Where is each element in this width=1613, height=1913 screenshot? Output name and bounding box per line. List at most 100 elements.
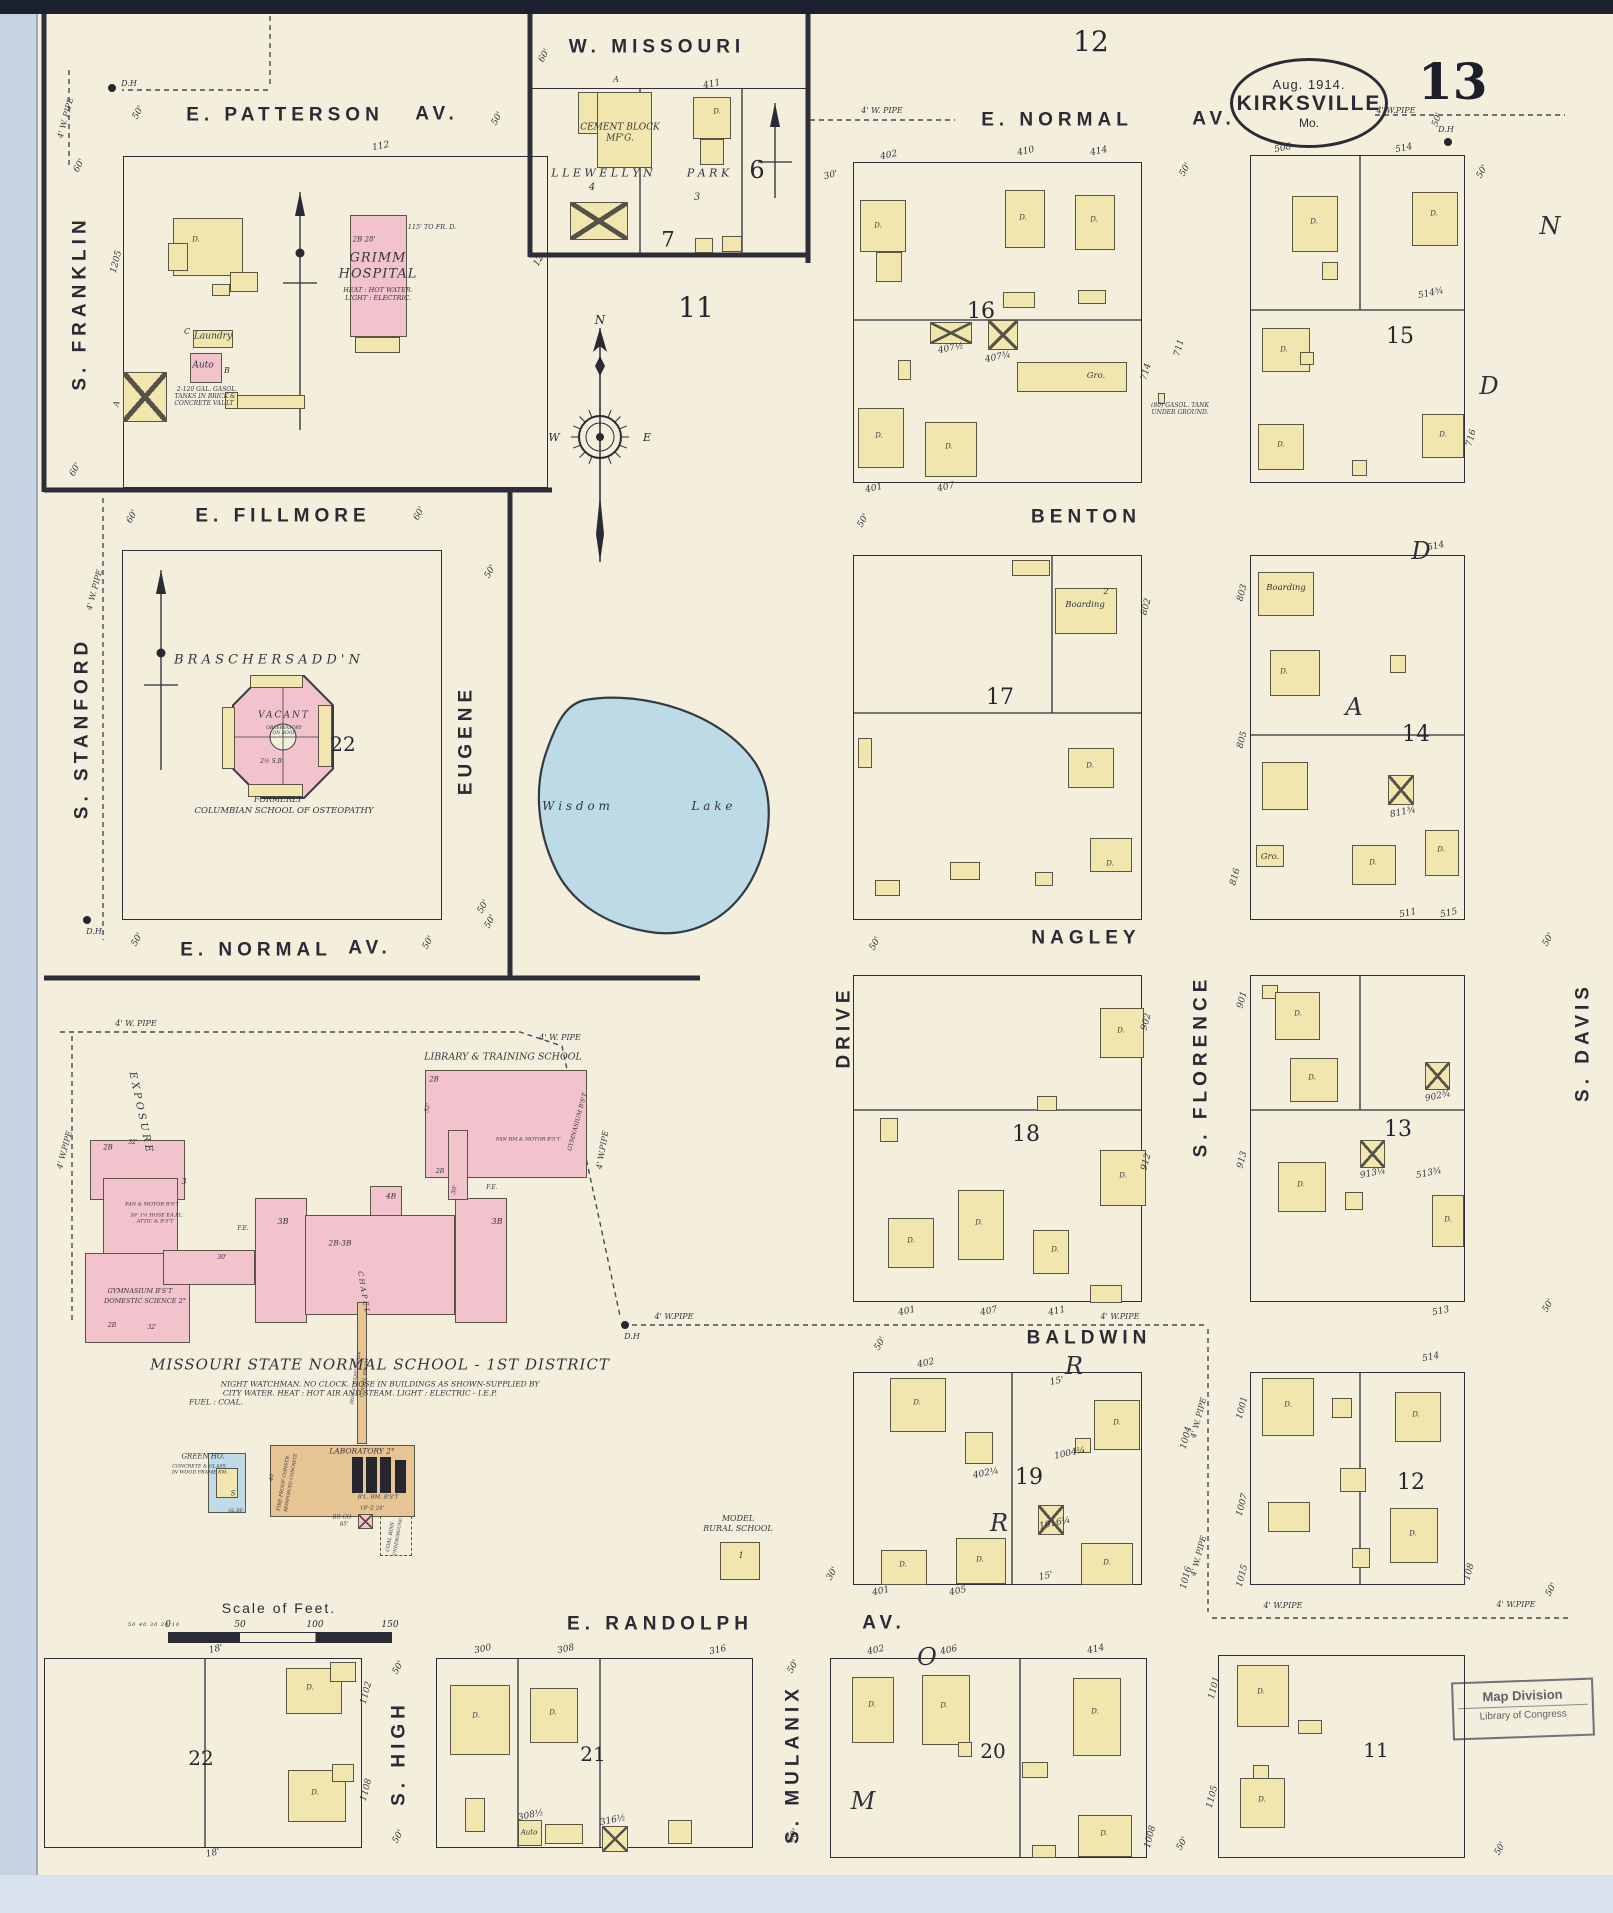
map-annotation: HOSPITAL <box>338 266 418 282</box>
building-footprint <box>352 1457 363 1493</box>
dwelling-mark: D. <box>1090 215 1098 224</box>
building-footprint <box>1158 393 1165 404</box>
building-footprint <box>700 139 724 165</box>
building-footprint <box>1256 845 1284 867</box>
building-footprint <box>193 330 233 348</box>
building-footprint <box>395 1460 406 1493</box>
building-footprint <box>1005 190 1045 248</box>
map-annotation: 50' 1½ HOSE EA.FL. <box>130 1212 184 1219</box>
city-block <box>1218 1655 1465 1858</box>
stamp-line-2: Library of Congress <box>1457 1703 1589 1724</box>
dwelling-mark: D. <box>1113 1418 1121 1427</box>
street-label: E. PATTERSON <box>186 104 384 126</box>
building-footprint <box>425 1070 587 1178</box>
building-footprint <box>1258 424 1304 470</box>
building-footprint <box>1352 460 1367 476</box>
dwelling-mark: D. <box>311 1788 319 1797</box>
section-line-arrow <box>295 192 305 216</box>
building-footprint <box>852 1677 894 1743</box>
street-label: S. STANFORD <box>71 636 93 820</box>
building-footprint <box>450 1685 510 1755</box>
building-footprint <box>890 1378 946 1432</box>
map-annotation: B'L. RM. B'S'T <box>357 1494 399 1501</box>
plat-script-letter: O <box>917 1643 937 1671</box>
city-block <box>122 550 442 920</box>
scan-edge-bottom <box>0 1875 1613 1913</box>
compass-hub <box>596 433 604 441</box>
building-footprint <box>570 202 628 240</box>
street-label: S. FRANKLIN <box>69 215 91 391</box>
city-block <box>853 555 1142 920</box>
block-number: 12 <box>1397 1470 1425 1495</box>
map-annotation: 4' W. PIPE <box>539 1033 581 1042</box>
scan-edge-left <box>0 0 38 1913</box>
map-annotation: Gro. <box>1260 851 1280 862</box>
building-footprint <box>958 1742 972 1757</box>
dwelling-mark: D. <box>1100 1829 1108 1838</box>
street-label: AV. <box>415 103 459 125</box>
map-annotation: S <box>230 1489 236 1498</box>
map-annotation: ON ROOF <box>272 730 296 736</box>
compass-ray <box>588 456 593 464</box>
double-hydrant-dot <box>108 84 116 92</box>
map-annotation: L L E W E L L Y N <box>551 166 653 180</box>
building-footprint <box>860 200 906 252</box>
dwelling-mark: D. <box>975 1218 983 1227</box>
dwelling-mark: D. <box>1294 1009 1302 1018</box>
building-footprint <box>332 1764 354 1782</box>
double-hydrant-dot <box>1444 138 1452 146</box>
building-footprint <box>1017 362 1127 392</box>
building-footprint <box>1360 1140 1385 1168</box>
building-footprint <box>958 1190 1004 1260</box>
building-footprint <box>1390 1508 1438 1563</box>
building-footprint <box>602 1826 628 1852</box>
dwelling-mark: D. <box>945 442 953 451</box>
dwelling-mark: D. <box>874 221 882 230</box>
building-footprint <box>1298 1720 1322 1734</box>
map-annotation: W i s d o m <box>542 799 610 813</box>
scale-minor-ticks: 50 40 30 20 10 <box>128 1622 181 1628</box>
block-number: 13 <box>1384 1117 1412 1142</box>
plat-script-letter: R <box>1064 1352 1084 1380</box>
building-footprint <box>930 322 972 344</box>
map-annotation: 18'-2 24' <box>359 1505 385 1512</box>
building-footprint <box>1412 192 1458 246</box>
block-number: 15 <box>1386 324 1414 349</box>
dwelling-mark: D. <box>1297 1180 1305 1189</box>
dwelling-mark: D. <box>1086 761 1094 770</box>
map-annotation: VACANT <box>258 710 310 721</box>
sheet-number: 13 <box>1418 52 1488 111</box>
map-annotation: IN WOOD FRAME RM. <box>171 1470 229 1476</box>
dwelling-mark: D. <box>1284 1400 1292 1409</box>
street-label: S. MULANIX <box>782 1684 804 1844</box>
dwelling-mark: D. <box>940 1701 948 1710</box>
dwelling-mark: D. <box>1439 430 1447 439</box>
building-footprint <box>216 1468 238 1498</box>
map-annotation: OBSERVATORY <box>266 725 302 731</box>
map-city: KIRKSVILLE <box>1236 91 1382 115</box>
compass-ring-inner <box>585 422 615 452</box>
street-label: E. NORMAL <box>981 109 1133 131</box>
building-footprint <box>380 1516 412 1556</box>
building-footprint <box>1278 1162 1326 1212</box>
city-block <box>1250 975 1465 1302</box>
scale-tick: 100 <box>306 1620 324 1630</box>
building-footprint <box>722 236 742 252</box>
building-footprint <box>881 1550 927 1585</box>
dwelling-mark: D. <box>913 1398 921 1407</box>
map-annotation: RURAL SCHOOL <box>703 1524 773 1533</box>
block-number: 7 <box>661 227 675 252</box>
dwelling-mark: D. <box>1412 1410 1420 1419</box>
map-annotation: 2B <box>107 1322 117 1329</box>
dwelling-mark: D. <box>472 1711 480 1720</box>
city-block <box>1250 155 1465 483</box>
map-annotation: 4' W.PIPE <box>1263 1601 1303 1610</box>
scale-tick: 50 <box>234 1620 246 1630</box>
building-footprint <box>1038 1505 1064 1535</box>
building-footprint <box>880 1118 898 1142</box>
map-annotation: CONCRETE & GLASS <box>172 1464 226 1470</box>
city-block <box>530 88 808 255</box>
building-footprint <box>1262 762 1308 810</box>
dwelling-mark: D. <box>1119 1171 1127 1180</box>
